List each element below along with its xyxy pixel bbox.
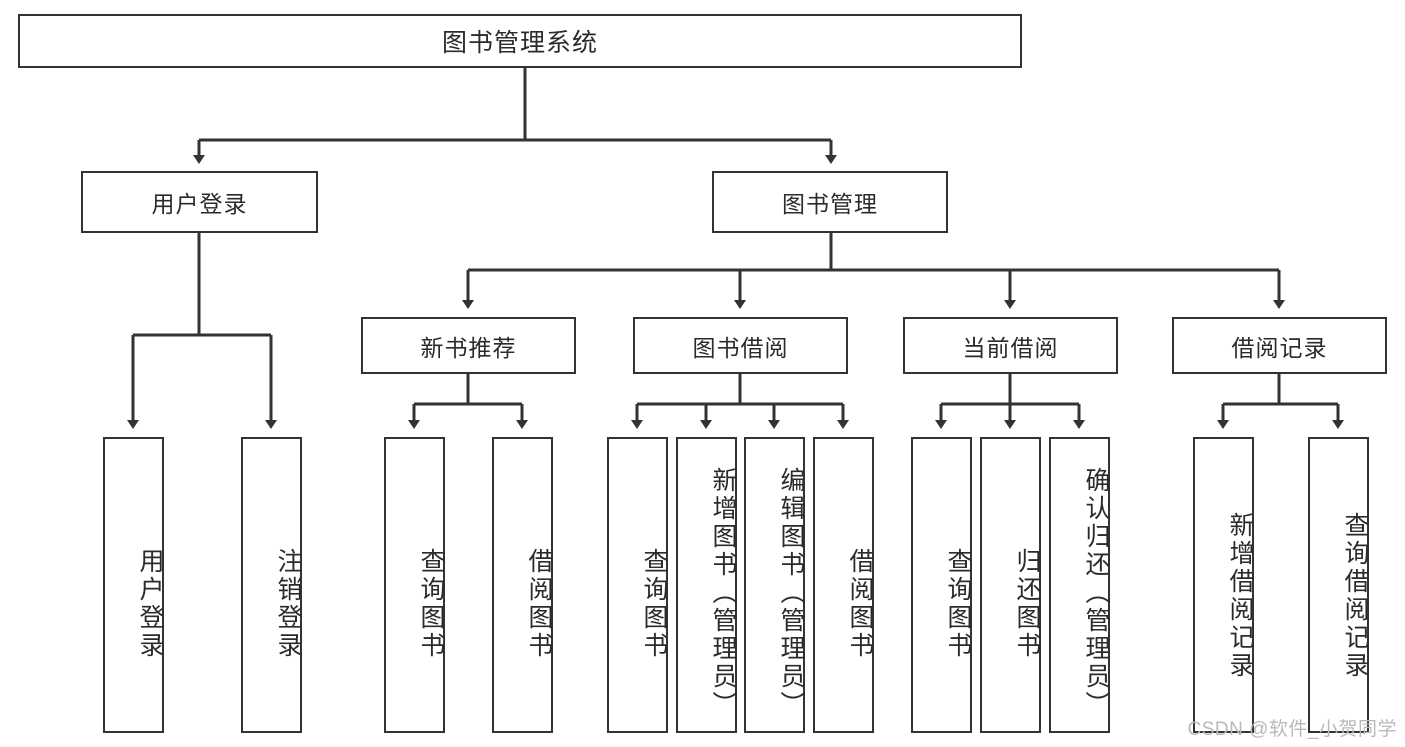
leaf-query-book-current-label: 查询图书 xyxy=(944,548,972,660)
leaf-query-book-borrow-label: 查询图书 xyxy=(640,548,668,660)
leaf-user-logout-label: 注销登录 xyxy=(274,548,302,660)
leaf-return-book[interactable]: 归还图书 xyxy=(980,437,1041,733)
leaf-query-borrow-record[interactable]: 查询借阅记录 xyxy=(1308,437,1369,733)
node-user-login-label: 用户登录 xyxy=(151,191,248,217)
leaf-return-book-label: 归还图书 xyxy=(1013,548,1041,660)
node-book-borrow[interactable]: 图书借阅 xyxy=(633,317,848,374)
leaf-edit-book[interactable]: 编辑图书（管理员） xyxy=(744,437,805,733)
leaf-borrow-book-recommend-label: 借阅图书 xyxy=(525,548,553,660)
node-current-borrow[interactable]: 当前借阅 xyxy=(903,317,1118,374)
leaf-query-book-recommend-label: 查询图书 xyxy=(417,548,445,660)
leaf-query-book-current[interactable]: 查询图书 xyxy=(911,437,972,733)
node-book-manage-label: 图书管理 xyxy=(782,191,878,217)
node-borrow-record-label: 借阅记录 xyxy=(1231,334,1328,361)
node-book-manage[interactable]: 图书管理 xyxy=(712,171,948,233)
csdn-watermark: CSDN @软件_小贺同学 xyxy=(1187,719,1397,740)
leaf-query-borrow-record-label: 查询借阅记录 xyxy=(1341,512,1369,680)
node-root-system-label: 图书管理系统 xyxy=(441,29,598,57)
leaf-edit-book-label: 编辑图书（管理员） xyxy=(777,467,805,719)
node-root-system[interactable]: 图书管理系统 xyxy=(18,14,1022,68)
leaf-confirm-return[interactable]: 确认归还（管理员） xyxy=(1049,437,1110,733)
node-borrow-record[interactable]: 借阅记录 xyxy=(1172,317,1387,374)
leaf-query-book-recommend[interactable]: 查询图书 xyxy=(384,437,445,733)
node-user-login[interactable]: 用户登录 xyxy=(81,171,318,233)
leaf-user-login[interactable]: 用户登录 xyxy=(103,437,164,733)
leaf-add-book-label: 新增图书（管理员） xyxy=(709,467,737,719)
leaf-add-borrow-record-label: 新增借阅记录 xyxy=(1226,512,1254,680)
leaf-query-book-borrow[interactable]: 查询图书 xyxy=(607,437,668,733)
node-current-borrow-label: 当前借阅 xyxy=(962,334,1059,361)
leaf-borrow-book-label: 借阅图书 xyxy=(846,548,874,660)
leaf-borrow-book-recommend[interactable]: 借阅图书 xyxy=(492,437,553,733)
leaf-user-logout[interactable]: 注销登录 xyxy=(241,437,302,733)
leaf-confirm-return-label: 确认归还（管理员） xyxy=(1082,467,1110,719)
node-new-book-recommend-label: 新书推荐 xyxy=(420,334,517,361)
leaf-borrow-book[interactable]: 借阅图书 xyxy=(813,437,874,733)
leaf-add-borrow-record[interactable]: 新增借阅记录 xyxy=(1193,437,1254,733)
node-new-book-recommend[interactable]: 新书推荐 xyxy=(361,317,576,374)
leaf-user-login-label: 用户登录 xyxy=(136,548,164,660)
node-book-borrow-label: 图书借阅 xyxy=(692,334,789,361)
leaf-add-book[interactable]: 新增图书（管理员） xyxy=(676,437,737,733)
